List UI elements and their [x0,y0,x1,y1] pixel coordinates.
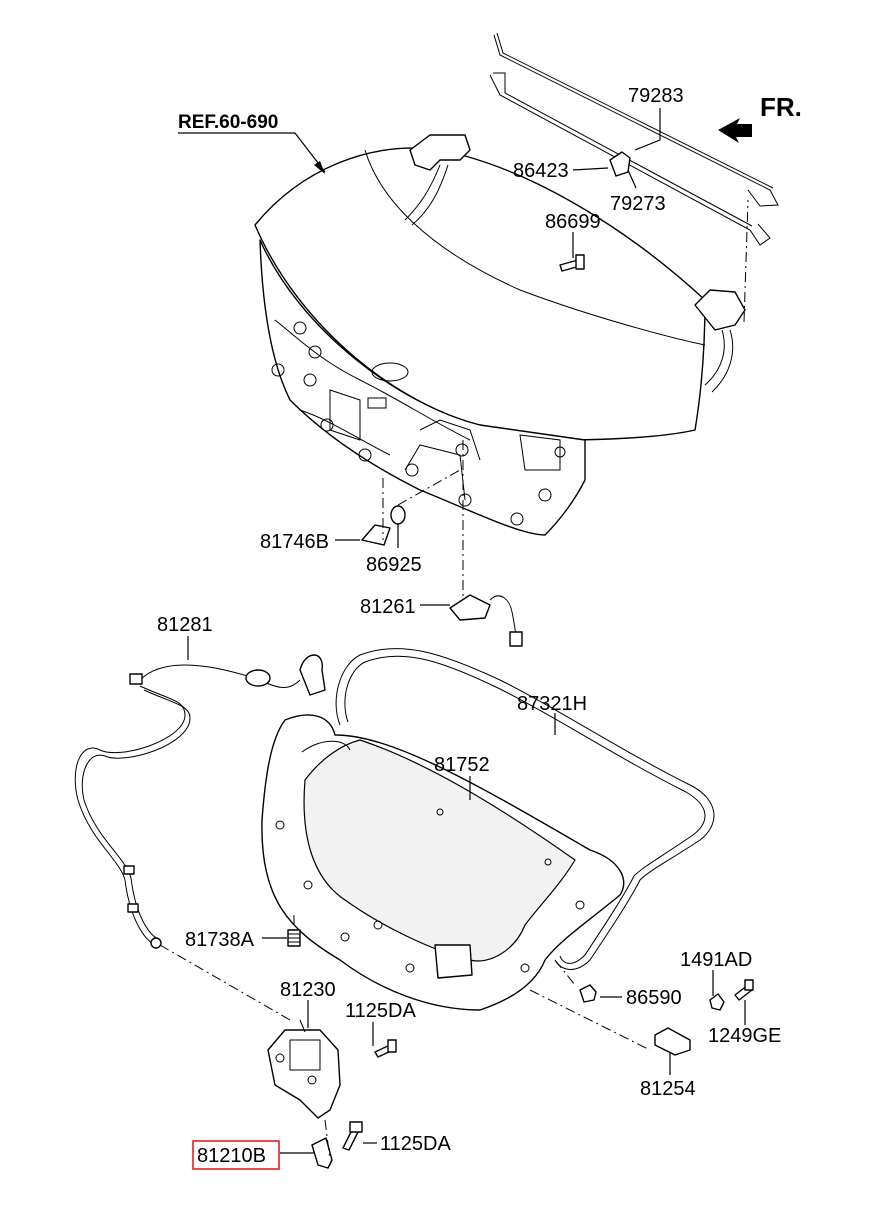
part-label-86423: 86423 [513,160,569,182]
part-label-81210B[interactable]: 81210B [197,1145,266,1167]
part-label-81746B: 81746B [260,531,329,553]
part-label-81752: 81752 [434,754,490,776]
switch-81254-icon [654,1027,691,1056]
part-label-81281: 81281 [157,614,213,636]
weatherstrip-87321H [335,648,715,970]
part-label-81261: 81261 [360,596,416,618]
lid-trim-81752 [261,714,625,1011]
leader-lines [178,108,746,1154]
screw-1249GE-icon [734,979,754,1001]
part-label-87321H: 87321H [517,693,587,715]
plug-86925-icon [390,505,406,525]
highlight-box [192,1140,280,1170]
part-label-81738A: 81738A [185,929,255,951]
lamp-81261-icon [449,594,523,647]
trunk-lid-panel [254,147,706,536]
bumper-86590-icon [579,984,597,1003]
clip-1491AD-icon [709,993,725,1011]
clip-81746B-icon [361,524,391,546]
bolt-1125DA-lower-icon [342,1121,363,1151]
bolt-1125DA-upper-icon [374,1039,397,1058]
release-cable-81281 [74,654,326,949]
part-label-81230: 81230 [280,979,336,1001]
part-label-1125DA-lower: 1125DA [380,1133,451,1155]
front-arrow-icon [718,118,752,143]
part-label-86699: 86699 [545,211,601,233]
reference-label: REF.60-690 [178,112,278,133]
part-label-1249GE: 1249GE [708,1025,781,1047]
bracket-86423-icon [609,151,631,177]
torsion-bar-79283 [493,32,779,207]
latch-81230-icon [267,1019,341,1119]
hinge-left-icon [404,134,471,226]
part-label-79273: 79273 [610,193,666,215]
stopper-81738A-icon [287,929,301,947]
part-label-1125DA-upper: 1125DA [345,1000,416,1022]
part-label-1491AD: 1491AD [680,949,752,971]
striker-81210B-icon [311,1137,333,1169]
bolt-86699-icon [559,254,585,272]
part-label-86590: 86590 [626,987,682,1009]
part-label-79283: 79283 [628,85,684,107]
part-label-86925: 86925 [366,554,422,576]
hinge-right-icon [694,289,746,393]
part-label-81254: 81254 [640,1078,696,1100]
front-label: FR. [760,92,802,122]
